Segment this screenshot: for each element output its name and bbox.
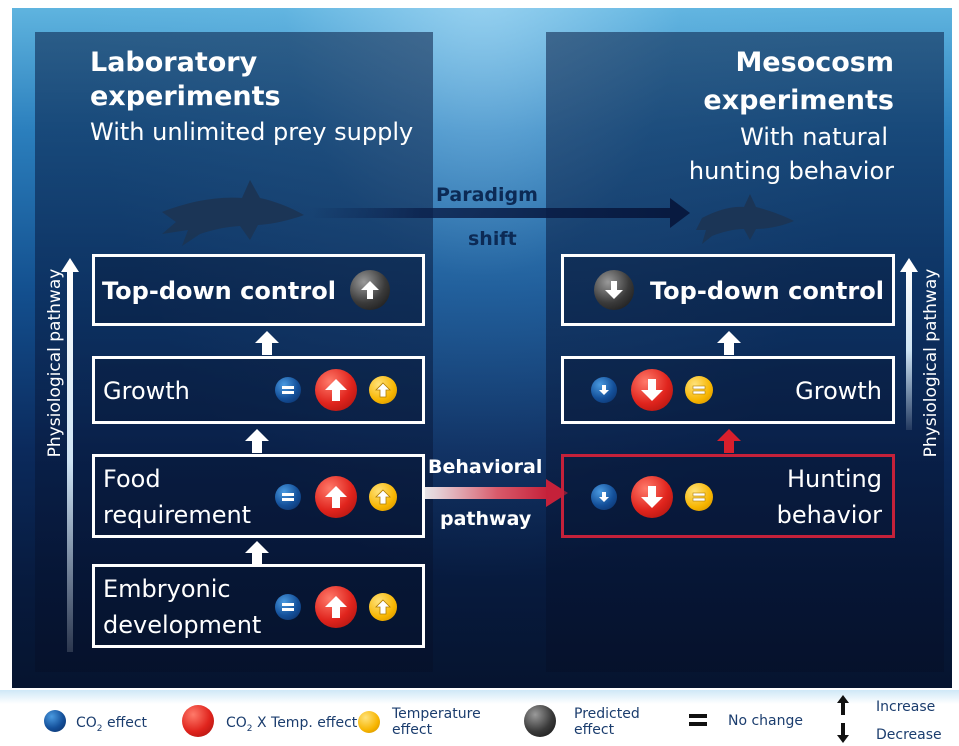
- physiological-pathway-label-left: Physiological pathway: [45, 268, 65, 458]
- mesocosm-panel: [546, 32, 944, 672]
- down-arrow-icon: [599, 385, 609, 395]
- legend-predicted-line1: Predicted: [574, 706, 640, 722]
- lab-growth-label: Growth: [103, 377, 190, 405]
- lab-food-label-line2: requirement: [103, 501, 252, 529]
- up-arrow-icon: [837, 695, 849, 715]
- behavioral-label-line1: Behavioral: [428, 456, 543, 478]
- down-arrow-icon: [837, 723, 849, 743]
- lab-embryo-box: Embryonic development: [92, 564, 425, 648]
- temperature-effect-icon: [369, 483, 397, 511]
- co2-effect-icon: [275, 377, 301, 403]
- lab-embryo-label-line2: development: [103, 611, 262, 639]
- equals-icon: [282, 603, 294, 611]
- legend-increase: Increase: [876, 699, 936, 715]
- paradigm-shift-graphic: [162, 180, 794, 246]
- legend-no-change: No change: [728, 713, 804, 729]
- predicted-legend-icon: [524, 705, 556, 737]
- lab-top-down-label: Top-down control: [102, 277, 336, 305]
- shark-icon: [162, 180, 304, 246]
- co2-effect-icon: [591, 377, 617, 403]
- co2-temp-effect-icon: [631, 369, 673, 411]
- lab-title-line1: Laboratory: [90, 47, 258, 78]
- paradigm-arrow: [312, 198, 690, 228]
- lab-growth-box: Growth: [92, 356, 425, 424]
- diagram-background: Laboratory experiments With unlimited pr…: [12, 8, 952, 688]
- meso-hunting-box: Hunting behavior: [561, 454, 895, 538]
- meso-hunting-label-line2: behavior: [776, 501, 882, 529]
- up-arrow-icon: [716, 428, 742, 458]
- meso-subtitle-line1: With natural: [740, 123, 888, 151]
- paradigm-label-line2: shift: [468, 228, 517, 250]
- meso-subtitle-line2: hunting behavior: [688, 157, 894, 185]
- physiological-pathway-label-right: Physiological pathway: [921, 268, 941, 458]
- up-arrow-icon: [325, 596, 347, 618]
- meso-top-down-label: Top-down control: [650, 277, 884, 305]
- physiological-arrow-left: [67, 270, 73, 652]
- legend: CO2 effect CO2 X Temp. effect Temperatur…: [0, 690, 959, 746]
- up-arrow-icon: [375, 489, 391, 505]
- co2-temp-effect-icon: [631, 476, 673, 518]
- predicted-effect-icon: [350, 270, 390, 310]
- co2-temp-effect-icon: [315, 476, 357, 518]
- up-arrow-icon: [375, 599, 391, 615]
- co2-temp-legend-icon: [182, 705, 214, 737]
- up-arrow-icon: [361, 281, 379, 299]
- co2-effect-icon: [275, 594, 301, 620]
- co2-temp-effect-icon: [315, 369, 357, 411]
- up-arrow-icon: [325, 379, 347, 401]
- down-arrow-icon: [599, 492, 609, 502]
- down-arrow-icon: [641, 486, 663, 508]
- meso-growth-label: Growth: [795, 377, 882, 405]
- meso-title-line2: experiments: [703, 85, 894, 116]
- lab-food-box: Food requirement: [92, 454, 425, 538]
- equals-icon: [282, 386, 294, 394]
- temperature-effect-icon: [685, 483, 713, 511]
- up-arrow-icon: [325, 486, 347, 508]
- meso-growth-box: Growth: [561, 356, 895, 424]
- lab-embryo-label-line1: Embryonic: [103, 575, 231, 603]
- up-arrow-icon: [900, 258, 918, 272]
- legend-predicted-line2: effect: [574, 722, 615, 738]
- meso-top-down-box: Top-down control: [561, 254, 895, 326]
- equals-icon: [692, 492, 706, 502]
- down-arrow-icon: [605, 281, 623, 299]
- lab-top-down-box: Top-down control: [92, 254, 425, 326]
- equals-icon: [689, 714, 707, 726]
- co2-temp-effect-icon: [315, 586, 357, 628]
- temperature-legend-icon: [358, 711, 380, 733]
- predicted-effect-icon: [594, 270, 634, 310]
- lab-title-line2: experiments: [90, 81, 281, 112]
- co2-effect-icon: [275, 484, 301, 510]
- up-arrow-icon: [244, 540, 270, 570]
- legend-temperature-line2: effect: [392, 722, 433, 738]
- physiological-arrow-right: [906, 270, 912, 430]
- temperature-effect-icon: [685, 376, 713, 404]
- shark-icon: [696, 194, 794, 244]
- up-arrow-icon: [716, 330, 742, 360]
- up-arrow-icon: [254, 330, 280, 360]
- behavioral-label-line2: pathway: [440, 508, 532, 530]
- temperature-effect-icon: [369, 376, 397, 404]
- legend-temperature-line1: Temperature: [392, 706, 481, 722]
- up-arrow-icon: [375, 382, 391, 398]
- behavioral-pathway-arrow: [422, 479, 568, 507]
- legend-co2-effect: CO2 effect: [76, 715, 148, 734]
- co2-effect-icon: [591, 484, 617, 510]
- legend-decrease: Decrease: [876, 727, 942, 743]
- equals-icon: [282, 493, 294, 501]
- meso-title-line1: Mesocosm: [735, 47, 894, 78]
- legend-co2-temp-effect: CO2 X Temp. effect: [226, 715, 358, 734]
- equals-icon: [692, 385, 706, 395]
- down-arrow-icon: [641, 379, 663, 401]
- up-arrow-icon: [61, 258, 79, 272]
- co2-effect-legend-icon: [44, 710, 66, 732]
- up-arrow-icon: [244, 428, 270, 458]
- lab-subtitle: With unlimited prey supply: [90, 118, 414, 146]
- lab-food-label-line1: Food: [103, 465, 161, 493]
- temperature-effect-icon: [369, 593, 397, 621]
- meso-hunting-label-line1: Hunting: [787, 465, 882, 493]
- paradigm-label-line1: Paradigm: [436, 184, 538, 206]
